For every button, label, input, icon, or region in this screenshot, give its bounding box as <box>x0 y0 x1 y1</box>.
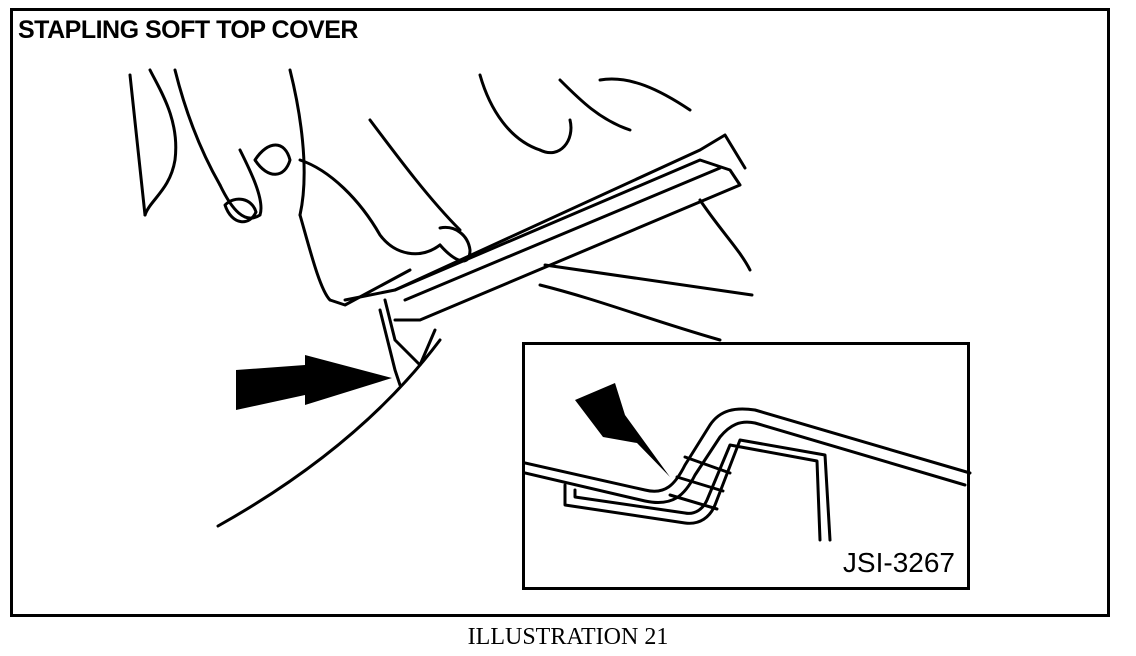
detail-inset: JSI-3267 <box>522 342 972 590</box>
figure-reference-label: JSI-3267 <box>842 547 955 578</box>
soft-top-edge <box>216 338 442 528</box>
diagram-title: STAPLING SOFT TOP COVER <box>18 16 358 44</box>
pointer-arrow-main <box>236 355 392 410</box>
pointer-arrow-inset <box>575 383 670 477</box>
illustration-caption: ILLUSTRATION 21 <box>467 624 669 650</box>
staple-detail-drawing <box>525 383 972 542</box>
